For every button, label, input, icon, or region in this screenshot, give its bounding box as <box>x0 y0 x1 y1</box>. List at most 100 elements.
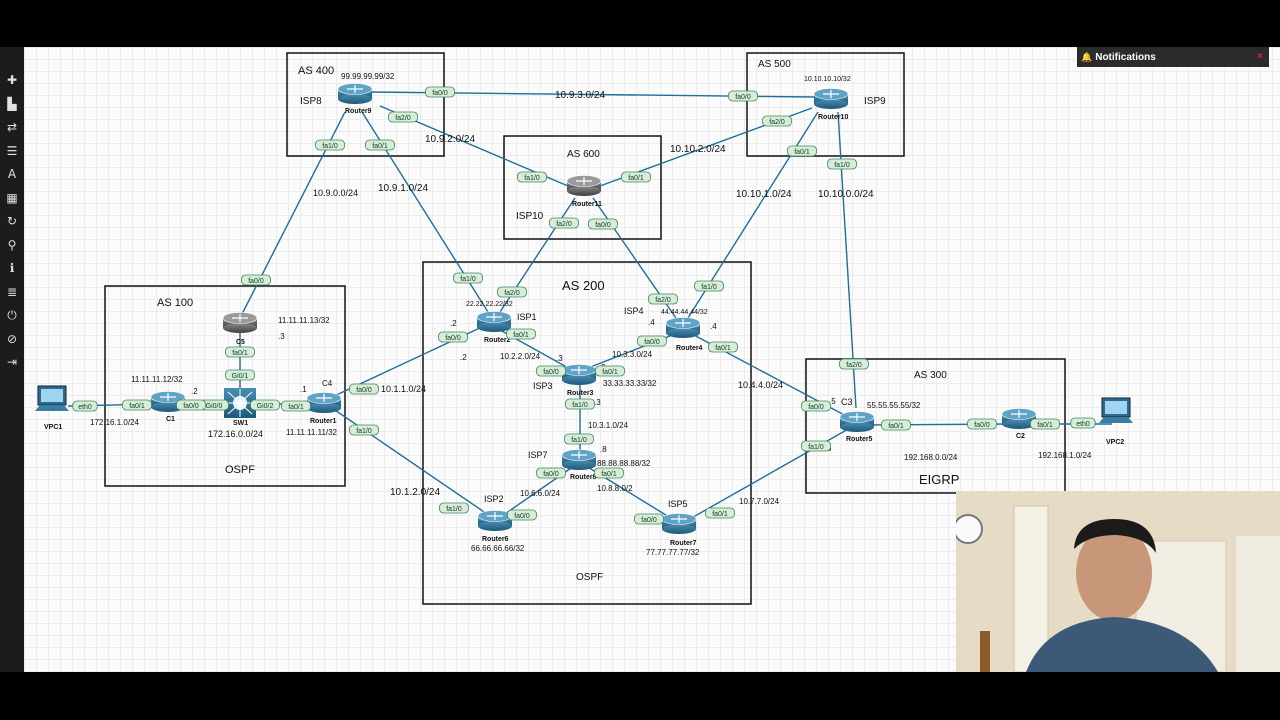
list-icon[interactable]: ☰ <box>6 143 18 158</box>
port-label-r4-fa10[interactable]: fa1/0 <box>694 280 724 292</box>
port-label-r10-fa10[interactable]: fa1/0 <box>827 158 857 170</box>
port-label-r6-fa10[interactable]: fa1/0 <box>439 502 469 514</box>
ip-label: 33.33.33.33/32 <box>603 379 657 388</box>
router9-router-icon[interactable] <box>337 83 373 105</box>
router2-router-icon[interactable] <box>476 311 512 333</box>
port-label-r9-fa00[interactable]: fa0/0 <box>425 86 455 98</box>
port-label-r5-fa01[interactable]: fa0/1 <box>881 419 911 431</box>
info-icon[interactable]: ℹ <box>9 261 15 275</box>
host-bit: .2 <box>460 353 467 362</box>
port-label-c1-fa01[interactable]: fa0/1 <box>122 399 152 411</box>
port-label-r3-fa00[interactable]: fa0/0 <box>536 365 566 377</box>
refresh-icon[interactable]: ↻ <box>6 214 18 228</box>
port-label-r11-fa01[interactable]: fa0/1 <box>621 171 651 183</box>
sw1-switch-icon[interactable] <box>224 388 256 418</box>
svg-text:fa0/1: fa0/1 <box>794 149 810 156</box>
close-notifications-button[interactable]: × <box>1257 51 1263 62</box>
c5-router-icon[interactable] <box>222 312 258 334</box>
port-label-r1-fa00[interactable]: fa0/0 <box>349 383 379 395</box>
link-icon[interactable]: ⇄ <box>6 120 18 134</box>
port-label-c2-fa00[interactable]: fa0/0 <box>967 418 997 430</box>
router3-router-icon[interactable] <box>561 364 597 386</box>
port-label-r11-fa00[interactable]: fa0/0 <box>588 218 618 230</box>
port-label-r10-fa00[interactable]: fa0/0 <box>728 90 758 102</box>
layers-icon[interactable]: ≣ <box>6 284 18 299</box>
port-label-r9-fa01[interactable]: fa0/1 <box>365 139 395 151</box>
vpc1-pc-icon[interactable] <box>35 385 69 411</box>
save-icon[interactable]: ▙ <box>7 96 17 111</box>
topology-diagram[interactable]: AS 400 AS 500 AS 600 AS 100 AS 200 AS 30… <box>24 47 1280 672</box>
exit-icon[interactable]: ⇥ <box>6 355 18 369</box>
add-node-icon[interactable]: ✚ <box>6 73 18 87</box>
svg-text:fa0/0: fa0/0 <box>183 403 199 410</box>
area-as600[interactable] <box>503 135 662 240</box>
port-label-r6-fa00[interactable]: fa0/0 <box>507 509 537 521</box>
port-label-r2-fa20[interactable]: fa2/0 <box>497 286 527 298</box>
port-label-r1-fa10[interactable]: fa1/0 <box>349 424 379 436</box>
svg-text:fa0/0: fa0/0 <box>974 422 990 429</box>
port-label-r3-fa10[interactable]: fa1/0 <box>565 398 595 410</box>
port-label-r8-fa00[interactable]: fa0/0 <box>536 467 566 479</box>
port-label-r11-fa10[interactable]: fa1/0 <box>517 171 547 183</box>
port-label-r9-fa20[interactable]: fa2/0 <box>388 111 418 123</box>
router1-router-icon[interactable] <box>306 392 342 414</box>
router7-router-icon[interactable] <box>661 513 697 535</box>
router8-router-icon[interactable] <box>561 449 597 471</box>
vpc2-pc-icon[interactable] <box>1099 397 1133 423</box>
port-label-r2-fa10[interactable]: fa1/0 <box>453 272 483 284</box>
port-label-vpc1-eth0[interactable]: eth0 <box>72 400 98 412</box>
power-icon[interactable]: ⏻ <box>7 308 17 322</box>
area-as400[interactable] <box>286 52 445 157</box>
port-label-r10-fa01[interactable]: fa0/1 <box>787 145 817 157</box>
port-label-vpc2-eth0[interactable]: eth0 <box>1070 417 1096 429</box>
host-bit: .3 <box>278 332 285 341</box>
port-label-r8-fa10[interactable]: fa1/0 <box>564 433 594 445</box>
port-label-r2-fa00[interactable]: fa0/0 <box>438 331 468 343</box>
port-label-r4-fa01[interactable]: fa0/1 <box>708 341 738 353</box>
router10-router-icon[interactable] <box>813 88 849 110</box>
port-label-r4-fa20[interactable]: fa2/0 <box>648 293 678 305</box>
role-label: ISP3 <box>533 381 553 391</box>
router5-router-icon[interactable] <box>839 411 875 433</box>
port-label-r5-fa20[interactable]: fa2/0 <box>839 358 869 370</box>
zoom-icon[interactable]: ⚲ <box>7 237 17 252</box>
port-label-r9-fa10[interactable]: fa1/0 <box>315 139 345 151</box>
port-label-r11-fa20[interactable]: fa2/0 <box>549 217 579 229</box>
subnet-label: 10.6.6.0/24 <box>520 489 561 498</box>
text-icon[interactable]: A <box>7 167 17 181</box>
link-r1-r6[interactable] <box>331 407 491 517</box>
router6-router-icon[interactable] <box>477 510 513 532</box>
c2-router-icon[interactable] <box>1001 408 1037 430</box>
port-label-r10-fa20[interactable]: fa2/0 <box>762 115 792 127</box>
area-as200[interactable] <box>422 261 752 605</box>
router4-router-icon[interactable] <box>665 317 701 339</box>
area-as100[interactable] <box>104 285 346 487</box>
svg-text:fa0/1: fa0/1 <box>232 350 248 357</box>
area-as500[interactable] <box>746 52 905 157</box>
settings-icon[interactable]: ⊘ <box>6 331 18 346</box>
port-label-r5-fa00[interactable]: fa0/0 <box>801 400 831 412</box>
port-label-c1-fa00[interactable]: fa0/0 <box>176 399 206 411</box>
subnet-label: 10.9.1.0/24 <box>378 183 428 194</box>
area-label-as200: AS 200 <box>562 278 605 293</box>
grid-icon[interactable]: ▦ <box>6 190 18 205</box>
subnet-label: 10.9.0.0/24 <box>313 188 358 198</box>
port-label-r8-fa01[interactable]: fa0/1 <box>594 467 624 479</box>
topology-canvas[interactable]: AS 400 AS 500 AS 600 AS 100 AS 200 AS 30… <box>24 47 1280 672</box>
port-label-r1-fa01[interactable]: fa0/1 <box>281 400 311 412</box>
router11-router-icon[interactable] <box>566 175 602 197</box>
area-as300[interactable] <box>805 358 1066 494</box>
port-label-r4-fa00[interactable]: fa0/0 <box>637 335 667 347</box>
port-label-c5-fa00[interactable]: fa0/0 <box>241 274 271 286</box>
port-label-r2-fa01[interactable]: fa0/1 <box>506 328 536 340</box>
port-label-r7-fa01[interactable]: fa0/1 <box>705 507 735 519</box>
port-label-r7-fa00[interactable]: fa0/0 <box>634 513 664 525</box>
notifications-header[interactable]: 🔔Notifications × <box>1077 47 1269 67</box>
port-label-c5-fa01[interactable]: fa0/1 <box>225 346 255 358</box>
port-label-c2-fa01[interactable]: fa0/1 <box>1030 418 1060 430</box>
port-label-r5-fa10[interactable]: fa1/0 <box>801 440 831 452</box>
port-label-r3-fa01[interactable]: fa0/1 <box>595 365 625 377</box>
port-label-sw-gi02[interactable]: Gi0/2 <box>250 399 280 411</box>
svg-text:fa0/0: fa0/0 <box>445 335 461 342</box>
port-label-sw-gi01[interactable]: Gi0/1 <box>225 369 255 381</box>
